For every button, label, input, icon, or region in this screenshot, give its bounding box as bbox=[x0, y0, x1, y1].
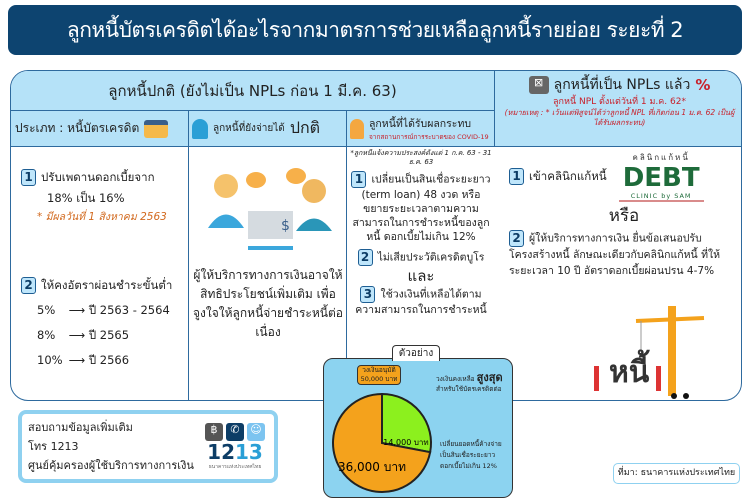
convert-label: เปลี่ยนยอดหนี้ค้างจ่ายเป็นสินเชื่อระยะยา… bbox=[440, 440, 502, 470]
npl-note: (หมายเหตุ : * เว้นแต่พิสูจน์ได้ว่าลูกหนี… bbox=[504, 108, 735, 127]
col3-header: ลูกหนี้ที่ได้รับผลกระทบ bbox=[369, 118, 472, 130]
credit-card-icon bbox=[144, 119, 169, 138]
col2-header-b: ปกติ bbox=[289, 118, 321, 137]
col3-body: *ลูกหนี้แจ้งความประสงค์ตั้งแต่ 1 ก.ค. 63… bbox=[349, 149, 493, 357]
pie-slice bbox=[381, 392, 432, 454]
effective-date: * มีผลวันที่ 1 สิงหาคม 2563 bbox=[37, 211, 167, 223]
rate-row: 8% ⟶ ปี 2565 bbox=[37, 328, 130, 342]
advisors-illustration: $ bbox=[208, 168, 332, 250]
example-box: วงเงินอนุมัติ 50,000 บาท 14,000 บาท 36,00… bbox=[323, 358, 513, 498]
rates-list: 5% ⟶ ปี 2563 - 2564 8% ⟶ ปี 2565 10% ⟶ ป… bbox=[21, 302, 185, 377]
bot-caption: ธนาคารแห่งประเทศไทย bbox=[208, 463, 262, 470]
debt-clinic-logo: คลินิกแก้หนี้ DEBT CLINIC by SAM bbox=[618, 151, 704, 202]
npl-subtitle: ลูกหนี้ NPL ตั้งแต่วันที่ 1 ม.ค. 62* bbox=[553, 97, 686, 107]
phone-link[interactable]: โทร 1213 bbox=[28, 440, 79, 453]
page-title: ลูกหนี้บัตรเครดิตได้อะไรจากมาตรการช่วยเห… bbox=[8, 5, 742, 55]
pie-label: 14,000 บาท bbox=[383, 438, 428, 447]
pie-chart: 14,000 บาท 36,000 บาท bbox=[332, 392, 432, 493]
smile-icon: ☺ bbox=[247, 422, 265, 441]
col1-header: ประเภท : หนี้บัตรเครดิต bbox=[15, 121, 140, 135]
example-tab: ตัวอย่าง bbox=[392, 345, 440, 361]
col2-header-row: ลูกหนี้ที่ยังจ่ายได้ ปกติ bbox=[192, 111, 345, 146]
col1-item-1b: 18% เป็น 16% bbox=[47, 191, 125, 205]
main-table: ลูกหนี้ปกติ (ยังไม่เป็น NPLs ก่อน 1 มี.ค… bbox=[10, 70, 742, 401]
col3-header-sub: จากสถานการณ์การระบาดของ COVID-19 bbox=[369, 133, 489, 141]
rate-row: 10% ⟶ ปี 2566 bbox=[37, 353, 130, 367]
or-label: หรือ bbox=[608, 206, 640, 226]
svg-text:$: $ bbox=[281, 218, 290, 234]
hotline-logo: 1213 bbox=[207, 439, 263, 464]
remaining-label: วงเงินคงเหลือ สูงสุดสำหรับใช้บัตรเครดิตต… bbox=[436, 371, 503, 393]
debt-word: หนี้ bbox=[609, 355, 650, 390]
baht-icon: ฿ bbox=[205, 422, 223, 441]
approved-limit: วงเงินอนุมัติ 50,000 บาท bbox=[357, 365, 401, 385]
source-label: ที่มา: ธนาคารแห่งประเทศไทย bbox=[613, 463, 740, 484]
npl-title: ลูกหนี้ที่เป็น NPLs แล้ว bbox=[553, 77, 691, 93]
normal-debtor-header: ลูกหนี้ปกติ (ยังไม่เป็น NPLs ก่อน 1 มี.ค… bbox=[11, 71, 494, 111]
npl-header: ⊠ ลูกหนี้ที่เป็น NPLs แล้ว % ลูกหนี้ NPL… bbox=[494, 71, 741, 147]
col3-header-row: ลูกหนี้ที่ได้รับผลกระทบ จากสถานการณ์การร… bbox=[350, 111, 493, 146]
percent-down-icon: % bbox=[695, 76, 711, 94]
col1-header-row: ประเภท : หนี้บัตรเครดิต bbox=[15, 111, 187, 146]
rate-row: 5% ⟶ ปี 2563 - 2564 bbox=[37, 303, 170, 317]
pie-slice bbox=[332, 392, 432, 493]
col2-header-a: ลูกหนี้ที่ยังจ่ายได้ bbox=[213, 123, 285, 134]
hotline-logo-block: ฿ ✆ ☺ 1213 ธนาคารแห่งประเทศไทย bbox=[202, 422, 268, 471]
and-label: และ bbox=[407, 267, 435, 285]
head-coin-icon bbox=[192, 118, 208, 139]
safe-icon: ⊠ bbox=[528, 76, 549, 94]
stressed-head-icon bbox=[350, 118, 364, 139]
crane-illustration bbox=[594, 306, 705, 399]
pie-label: 36,000 บาท bbox=[338, 460, 406, 474]
col3-notice: *ลูกหนี้แจ้งความประสงค์ตั้งแต่ 1 ก.ค. 63… bbox=[350, 149, 492, 166]
phone-icon: ✆ bbox=[226, 422, 244, 441]
col2-body: ผู้ให้บริการทางการเงินอาจให้สิทธิประโยชน… bbox=[193, 268, 343, 339]
